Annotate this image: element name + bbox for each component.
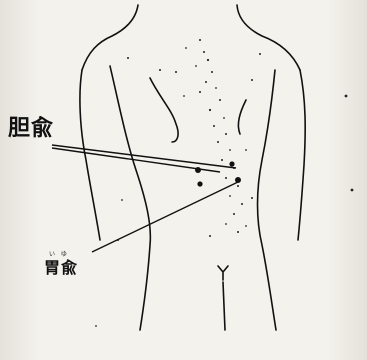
label-danyu: 胆兪 xyxy=(8,110,54,142)
right-scapula-outline xyxy=(238,100,246,134)
danyu-point-left xyxy=(195,167,201,173)
neck-right-outline xyxy=(237,5,300,70)
right-arm-outline xyxy=(298,70,305,240)
iyu-point-right xyxy=(235,177,241,183)
lower-spine-line xyxy=(223,282,225,330)
lumbar-mark xyxy=(218,266,228,280)
neck-left-outline xyxy=(82,5,138,70)
right-torso-side xyxy=(258,70,277,330)
label-iyu: 胃兪 xyxy=(44,254,78,278)
danyu-point-right xyxy=(229,161,234,166)
left-scapula-outline xyxy=(150,78,178,142)
iyu-leader-line xyxy=(92,182,238,252)
iyu-point-left xyxy=(197,181,202,186)
spine-texture xyxy=(95,39,353,327)
danyu-leader-line xyxy=(52,145,236,168)
left-torso-side xyxy=(110,66,150,330)
